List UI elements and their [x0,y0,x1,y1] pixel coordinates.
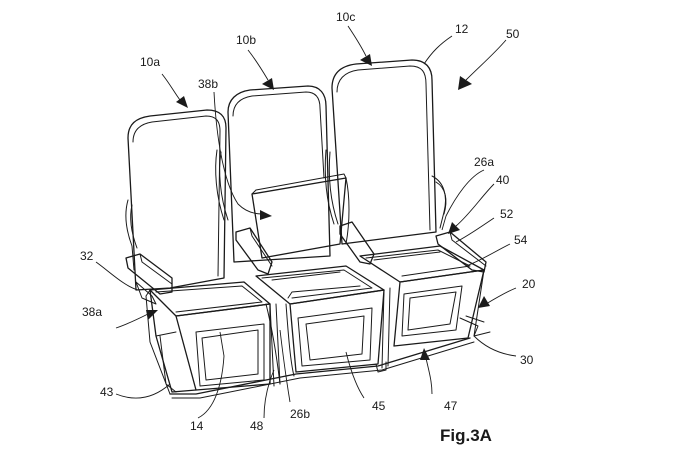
label-10c: 10c [336,10,355,24]
storage-bin-45 [255,265,385,305]
armrest-middle-left [235,227,273,275]
label-14: 14 [190,419,204,433]
armrest-32 [125,253,173,305]
label-30: 30 [520,353,534,367]
label-52: 52 [500,207,514,221]
seat-back-10b [215,85,331,263]
label-26a: 26a [474,155,494,169]
label-48: 48 [250,419,264,433]
label-54: 54 [514,233,528,247]
label-32: 32 [80,249,94,263]
base-frame-20 [145,269,491,399]
reference-labels: 10a 10b 10c 12 50 38b 26a 40 52 54 32 20… [80,10,536,433]
seat-back-10a [125,109,227,291]
strap-48 [265,303,295,385]
storage-bin-right [359,245,485,283]
label-45: 45 [372,399,386,413]
label-10b: 10b [236,33,256,47]
seat-back-10c [324,59,447,245]
leader-lines [95,25,517,419]
label-38b: 38b [198,77,218,91]
label-12: 12 [455,22,469,36]
label-10a: 10a [140,55,160,69]
figure-caption: Fig.3A [440,426,492,445]
label-38a: 38a [82,305,102,319]
folded-backrest-38b [251,173,350,259]
label-47: 47 [444,399,458,413]
label-26b: 26b [290,407,310,421]
label-40: 40 [496,173,510,187]
label-50: 50 [506,27,520,41]
armrest-right [435,231,487,273]
label-43: 43 [100,385,114,399]
label-20: 20 [522,277,536,291]
armrest-middle-right [339,221,375,265]
seat-pan-14 [149,281,271,317]
